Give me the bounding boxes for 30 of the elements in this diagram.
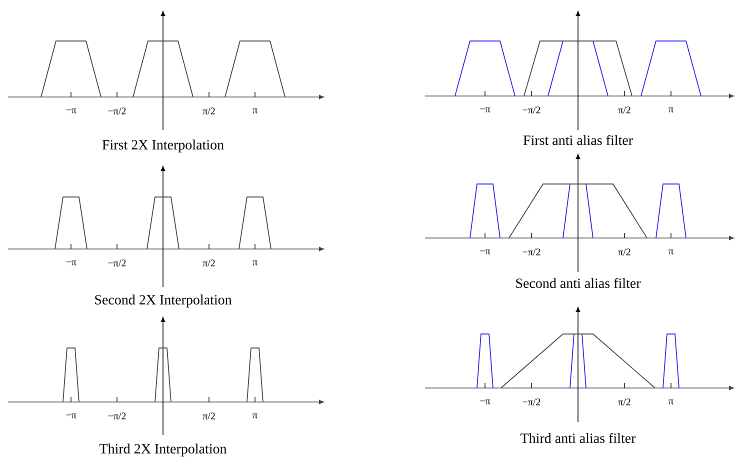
tick-label: −π xyxy=(480,400,490,404)
tick-label: π xyxy=(252,414,258,418)
tick-label: π/2 xyxy=(202,108,215,114)
tick-label: π/2 xyxy=(202,260,215,266)
plot-caption: Second 2X Interpolation xyxy=(95,294,232,308)
tick-label: π/2 xyxy=(618,398,630,406)
tick-label: π xyxy=(252,108,258,114)
plot-caption: First anti alias filter xyxy=(523,135,633,145)
plot-caption: Third 2X Interpolation xyxy=(100,444,227,456)
plot-caption: Third anti alias filter xyxy=(520,432,636,443)
tick-label: −π xyxy=(66,414,76,418)
tick-label: −π/2 xyxy=(522,106,540,114)
tick-label: π/2 xyxy=(618,106,630,114)
tick-label: π/2 xyxy=(618,248,630,256)
tick-label: −π/2 xyxy=(108,412,126,420)
tick-label: π/2 xyxy=(202,412,215,420)
tick-label: π xyxy=(668,108,674,112)
tick-label: −π/2 xyxy=(108,108,126,114)
tick-label: −π xyxy=(480,250,490,254)
tick-label: −π/2 xyxy=(522,398,540,406)
tick-label: −π/2 xyxy=(522,248,540,256)
tick-label: −π/2 xyxy=(108,260,126,266)
plot-caption: First 2X Interpolation xyxy=(102,140,224,152)
tick-label: −π xyxy=(66,260,76,266)
plot-caption: Second anti alias filter xyxy=(516,278,641,288)
tick-label: π xyxy=(668,250,674,254)
tick-label: π xyxy=(252,260,258,266)
tick-label: −π xyxy=(66,108,76,114)
tick-label: π xyxy=(668,400,674,404)
tick-label: −π xyxy=(480,108,490,112)
